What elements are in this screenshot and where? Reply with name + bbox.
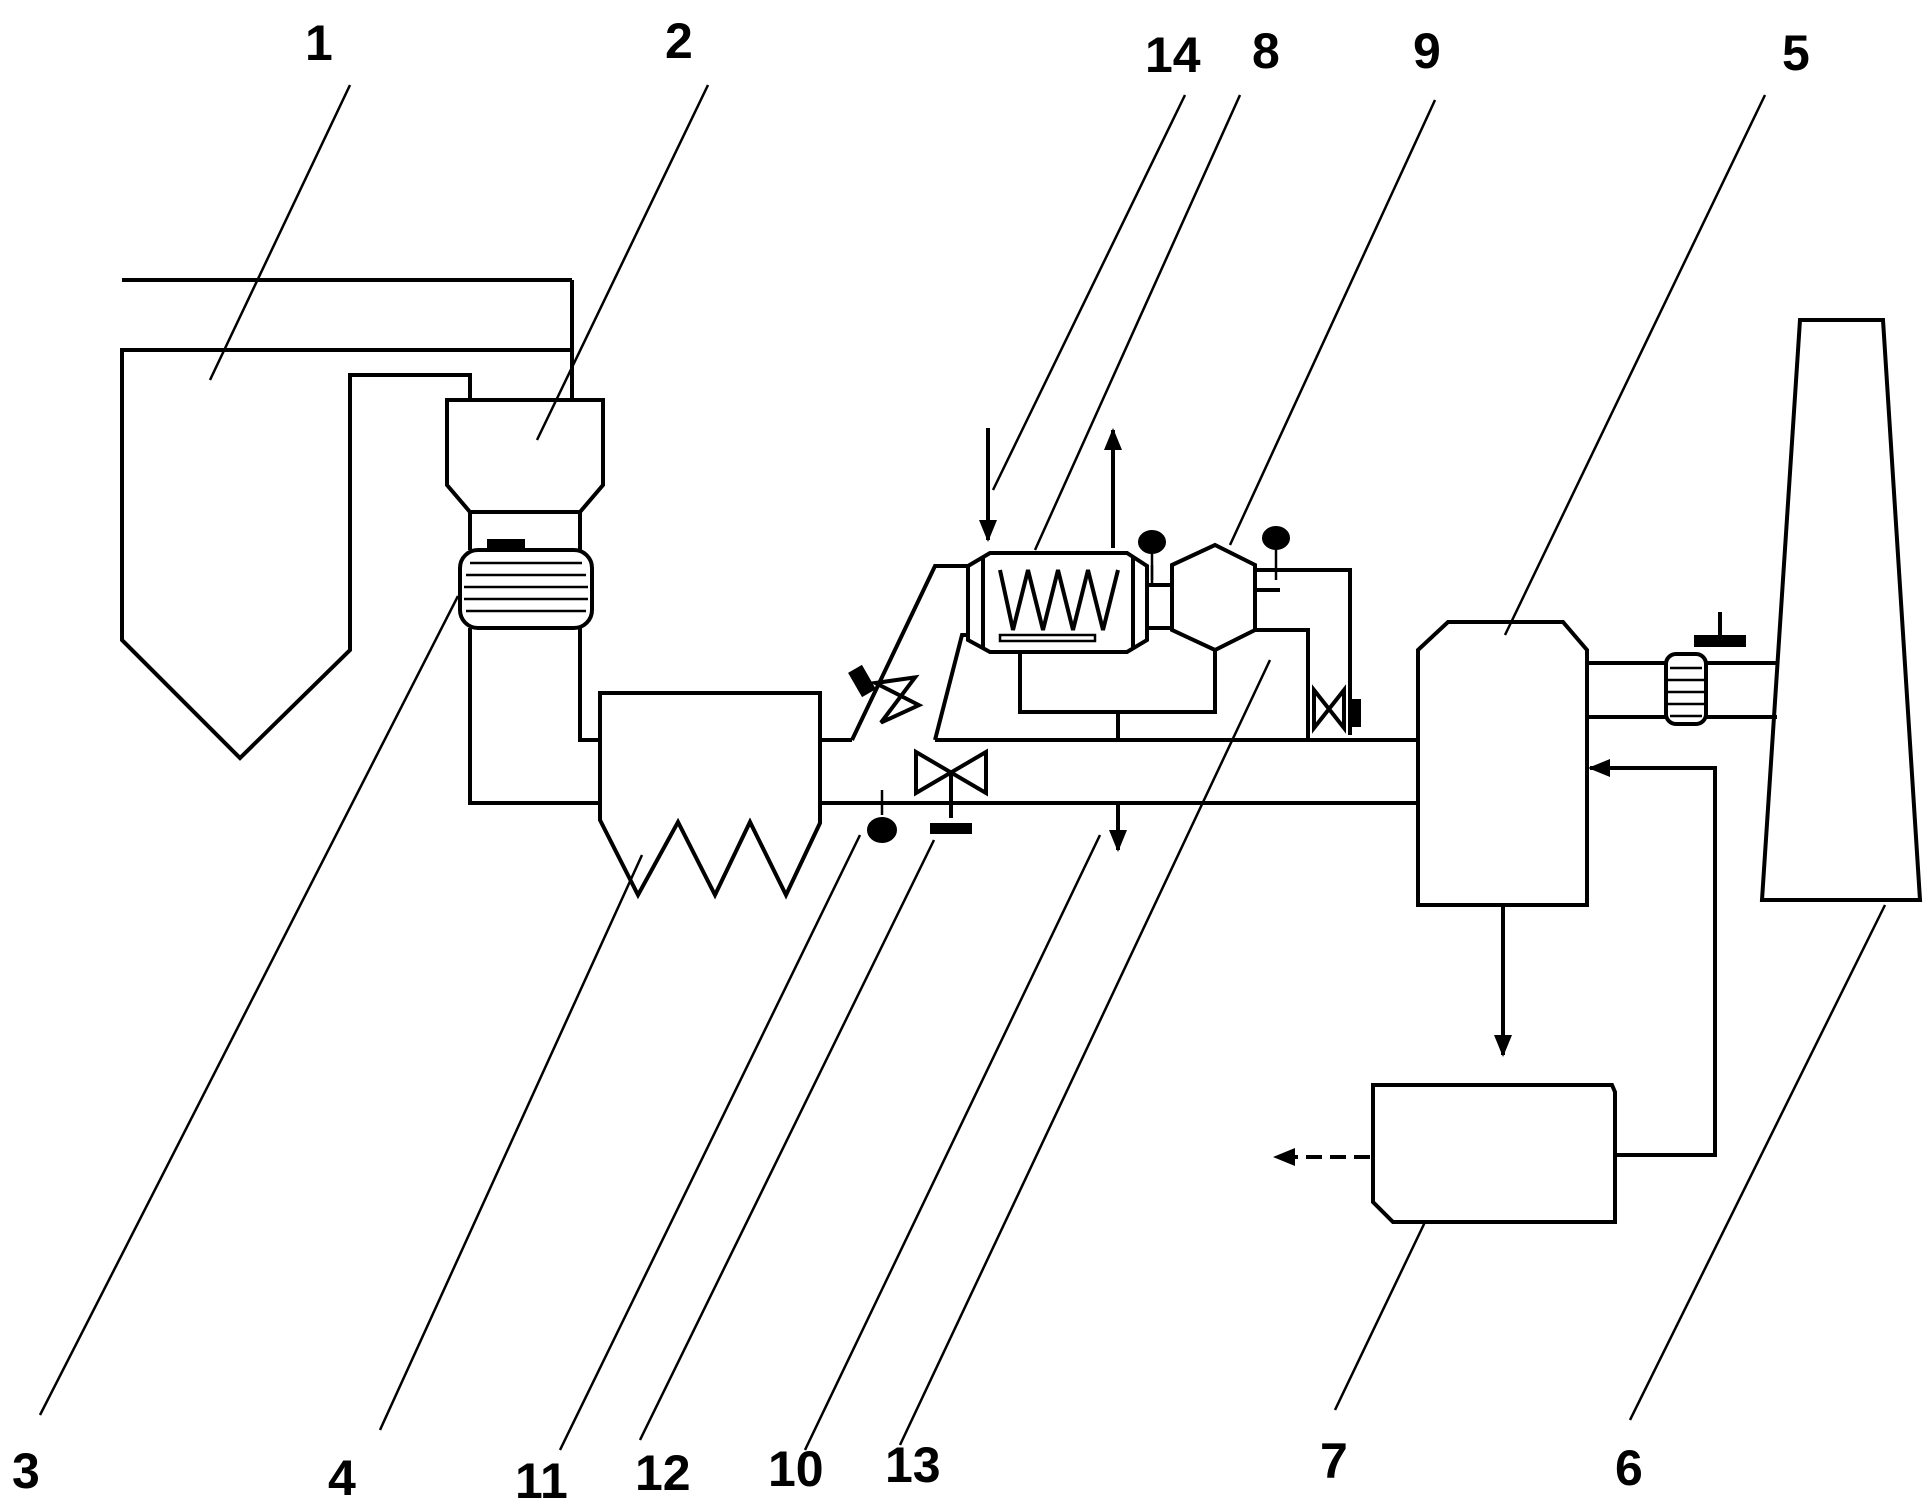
label-14: 14 (1145, 27, 1201, 83)
label-7: 7 (1320, 1433, 1348, 1489)
chimney (1759, 318, 1923, 902)
air-preheater (458, 539, 594, 630)
label-13: 13 (885, 1437, 941, 1493)
heat-exchanger (966, 551, 1149, 654)
leader-lines (38, 84, 1887, 1451)
label-9: 9 (1413, 23, 1441, 79)
desulfurization-tower (1416, 620, 1777, 1057)
treatment-unit (1273, 759, 1717, 1224)
bypass-branch (848, 564, 968, 741)
part-labels: 1 2 14 8 9 5 3 4 11 12 10 13 7 6 (12, 13, 1810, 1506)
boiler (120, 278, 574, 761)
label-4: 4 (328, 1450, 356, 1506)
main-valve (914, 748, 988, 834)
separator-unit (1018, 526, 1352, 740)
label-3: 3 (12, 1443, 40, 1499)
label-12: 12 (635, 1445, 691, 1501)
return-valve (1312, 684, 1361, 734)
main-flue-duct (820, 738, 1418, 805)
label-2: 2 (665, 13, 693, 69)
label-8: 8 (1252, 23, 1280, 79)
label-6: 6 (1615, 1440, 1643, 1496)
label-1: 1 (305, 15, 333, 71)
stack-fan (1664, 612, 1746, 726)
precipitator (598, 691, 822, 900)
scr-reactor (445, 398, 605, 550)
label-11: 11 (515, 1453, 568, 1506)
flow-sensor (867, 790, 897, 843)
label-5: 5 (1782, 25, 1810, 81)
label-10: 10 (768, 1441, 824, 1497)
heat-exchanger-link (1138, 530, 1172, 630)
duct-to-precipitator (468, 628, 600, 805)
